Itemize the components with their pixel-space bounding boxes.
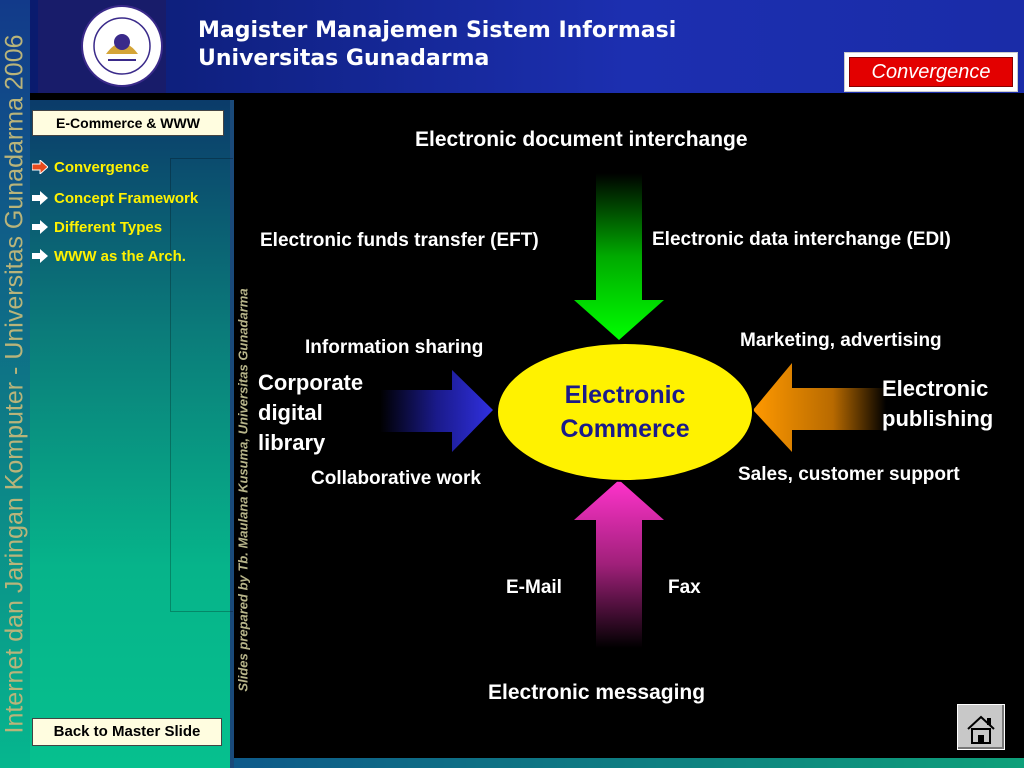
arrow-right-icon xyxy=(32,160,48,174)
nav-item-label: Different Types xyxy=(54,218,163,236)
home-icon xyxy=(967,715,995,744)
nav-item-concept-framework[interactable]: Concept Framework xyxy=(32,187,198,209)
center-label-line1: Electronic xyxy=(564,381,686,409)
label-right-main-line1: Electronic xyxy=(882,376,989,401)
arrow-right-icon xyxy=(32,249,48,263)
back-to-master-button[interactable]: Back to Master Slide xyxy=(32,718,222,746)
label-left-bottom: Collaborative work xyxy=(311,468,481,489)
sidebar-heading: E-Commerce & WWW xyxy=(32,110,224,136)
header-title: Magister Manajemen Sistem Informasi Univ… xyxy=(198,17,676,73)
section-badge: Convergence xyxy=(844,52,1018,92)
label-left-main-line2: digital xyxy=(258,400,323,425)
bottom-strip xyxy=(234,758,1024,768)
label-left-main: Corporate digital library xyxy=(258,368,363,458)
nav-item-label: WWW as the Arch. xyxy=(54,247,186,265)
arrow-bottom xyxy=(574,480,664,648)
arrow-right-icon xyxy=(32,220,48,234)
label-left-main-line1: Corporate xyxy=(258,370,364,395)
sidebar xyxy=(30,100,230,768)
nav-item-different-types[interactable]: Different Types xyxy=(32,216,162,238)
nav-item-www-arch[interactable]: WWW as the Arch. xyxy=(32,245,186,267)
home-button[interactable] xyxy=(957,704,1005,750)
arrow-right xyxy=(753,363,886,452)
label-bottom: Electronic messaging xyxy=(488,681,706,704)
label-email: E-Mail xyxy=(506,577,562,598)
header-title-line2: Universitas Gunadarma xyxy=(198,46,490,71)
sidebar-divider xyxy=(230,100,234,768)
nav-item-label: Concept Framework xyxy=(54,189,199,207)
label-top-right: Electronic data interchange (EDI) xyxy=(652,229,951,250)
left-strip: Internet dan Jaringan Komputer - Univers… xyxy=(0,0,30,768)
label-right-main-line2: publishing xyxy=(882,406,994,431)
nav-item-convergence[interactable]: Convergence xyxy=(32,156,149,178)
nav-item-label: Convergence xyxy=(54,158,150,176)
arrow-right-icon xyxy=(32,191,48,205)
label-right-main: Electronic publishing xyxy=(882,374,993,434)
center-label-line2: Commerce xyxy=(560,415,690,443)
sidebar-decoration xyxy=(170,158,233,612)
label-top: Electronic document interchange xyxy=(415,128,748,151)
label-right-top: Marketing, advertising xyxy=(740,330,942,351)
label-top-left: Electronic funds transfer (EFT) xyxy=(260,230,539,251)
section-badge-label: Convergence xyxy=(849,57,1013,87)
label-left-top: Information sharing xyxy=(305,337,484,358)
label-fax: Fax xyxy=(668,577,701,598)
university-seal-logo xyxy=(81,5,163,87)
center-ellipse: Electronic Commerce xyxy=(496,342,754,482)
label-left-main-line3: library xyxy=(258,430,326,455)
arrow-top xyxy=(574,173,664,340)
label-right-bottom: Sales, customer support xyxy=(738,464,960,485)
arrow-left xyxy=(380,370,493,452)
header-title-line1: Magister Manajemen Sistem Informasi xyxy=(198,18,677,43)
